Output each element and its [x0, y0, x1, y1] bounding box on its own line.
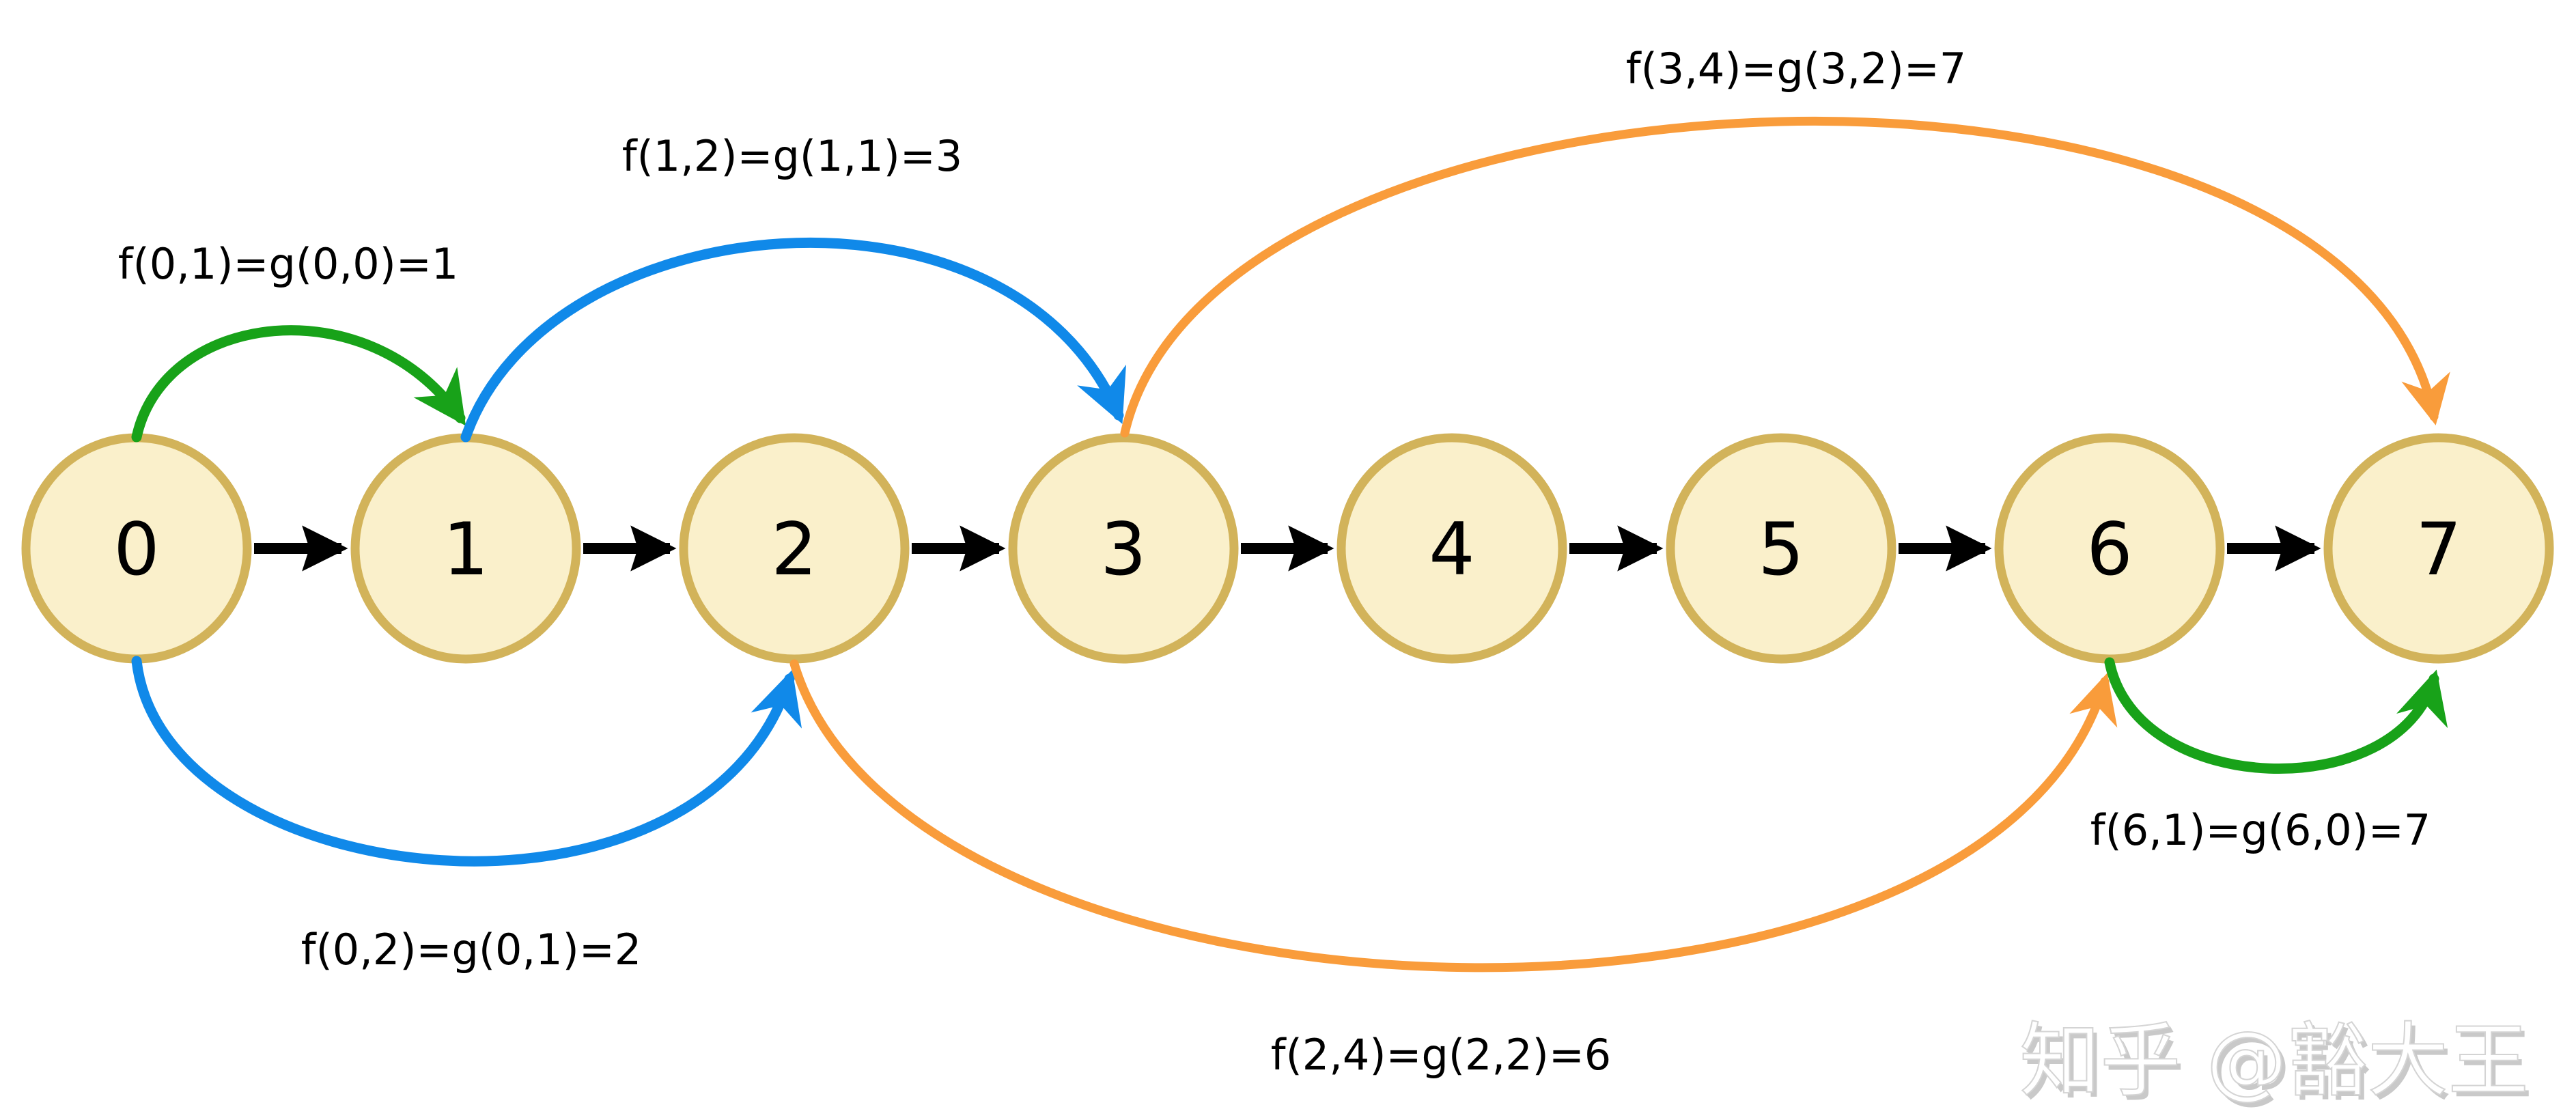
node-4-circle	[1336, 433, 1567, 664]
node-5-circle	[1666, 433, 1896, 664]
arc-f01-path	[131, 325, 466, 443]
node-2: 2	[679, 433, 910, 664]
node-5-label: 5	[1758, 507, 1804, 591]
node-4: 4	[1336, 433, 1567, 664]
node-7-circle	[2323, 433, 2554, 664]
arc-f61-path	[2104, 657, 2448, 774]
node-3-label: 3	[1100, 507, 1146, 591]
arc-f02-label: f(0,2)=g(0,1)=2	[301, 925, 641, 975]
arc-f02-path	[131, 656, 802, 867]
node-2-label: 2	[771, 507, 817, 591]
node-7-label: 7	[2416, 507, 2461, 591]
node-5: 5	[1666, 433, 1896, 664]
arc-f01-label: f(0,1)=g(0,0)=1	[118, 239, 458, 289]
curved-arcs	[131, 116, 2450, 972]
node-1: 1	[350, 433, 581, 664]
node-2-circle	[679, 433, 910, 664]
node-6: 6	[1994, 433, 2225, 664]
arc-f34-path	[1120, 116, 2450, 438]
node-4-label: 4	[1429, 507, 1474, 591]
nodes: 0 1 2 3 4 5 6 7	[21, 433, 2554, 664]
arc-f24-path	[789, 659, 2118, 972]
node-3: 3	[1008, 433, 1239, 664]
watermark-text: 知乎 @豁大王	[2019, 1013, 2529, 1108]
node-1-label: 1	[443, 507, 488, 591]
arc-f61-label: f(6,1)=g(6,0)=7	[2090, 805, 2431, 855]
node-6-label: 6	[2086, 507, 2132, 591]
node-0-label: 0	[113, 507, 159, 591]
node-7: 7	[2323, 433, 2554, 664]
watermark: 知乎 @豁大王 知乎 @豁大王	[2019, 1013, 2533, 1112]
arc-f12-label: f(1,2)=g(1,1)=3	[622, 131, 962, 181]
arc-f24-label: f(2,4)=g(2,2)=6	[1271, 1030, 1611, 1080]
node-0: 0	[21, 433, 252, 664]
arc-f12-path	[460, 237, 1126, 443]
arc-labels: f(0,1)=g(0,0)=1 f(1,2)=g(1,1)=3 f(3,4)=g…	[118, 44, 2431, 1080]
arc-f34-label: f(3,4)=g(3,2)=7	[1626, 44, 1966, 94]
node-3-circle	[1008, 433, 1239, 664]
watermark-shadow: 知乎 @豁大王	[2024, 1018, 2533, 1112]
